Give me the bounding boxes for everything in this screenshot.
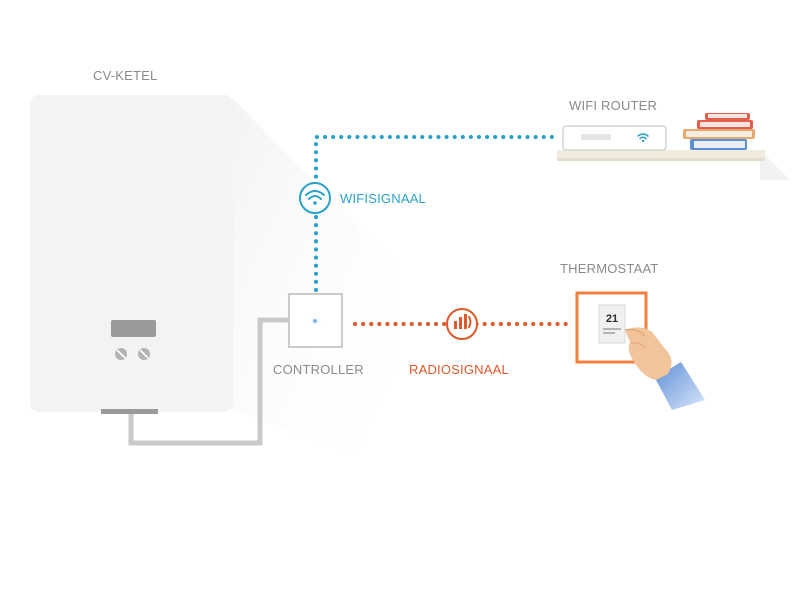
books bbox=[683, 113, 755, 150]
thermostat-label: THERMOSTAAT bbox=[560, 261, 659, 276]
controller bbox=[288, 293, 343, 348]
router-wifi-icon bbox=[637, 133, 649, 143]
shelf bbox=[557, 150, 765, 161]
radio-waves-icon bbox=[446, 308, 478, 340]
boiler-knob-left bbox=[115, 348, 127, 360]
hand-icon bbox=[624, 327, 705, 410]
boiler-label: CV-KETEL bbox=[93, 68, 158, 83]
radio-signal-label: RADIOSIGNAAL bbox=[409, 362, 509, 377]
thermostat-reading: 21 bbox=[606, 313, 618, 325]
boiler-shadow bbox=[232, 98, 400, 470]
hand bbox=[625, 327, 672, 380]
boiler-display bbox=[111, 320, 156, 337]
router-label: WIFI ROUTER bbox=[569, 98, 658, 113]
boiler-controller-wire bbox=[128, 317, 289, 446]
shelf-shadow bbox=[760, 150, 790, 180]
wifi-signal-label: WIFISIGNAAL bbox=[340, 191, 426, 206]
router bbox=[562, 125, 667, 151]
wifi-link-dotted bbox=[314, 135, 559, 292]
boiler bbox=[30, 95, 233, 414]
controller-label: CONTROLLER bbox=[273, 362, 364, 377]
wifi-icon bbox=[299, 182, 331, 214]
boiler-outlet bbox=[101, 409, 158, 414]
boiler-knob-right bbox=[138, 348, 150, 360]
thermostat-screen bbox=[598, 304, 626, 344]
